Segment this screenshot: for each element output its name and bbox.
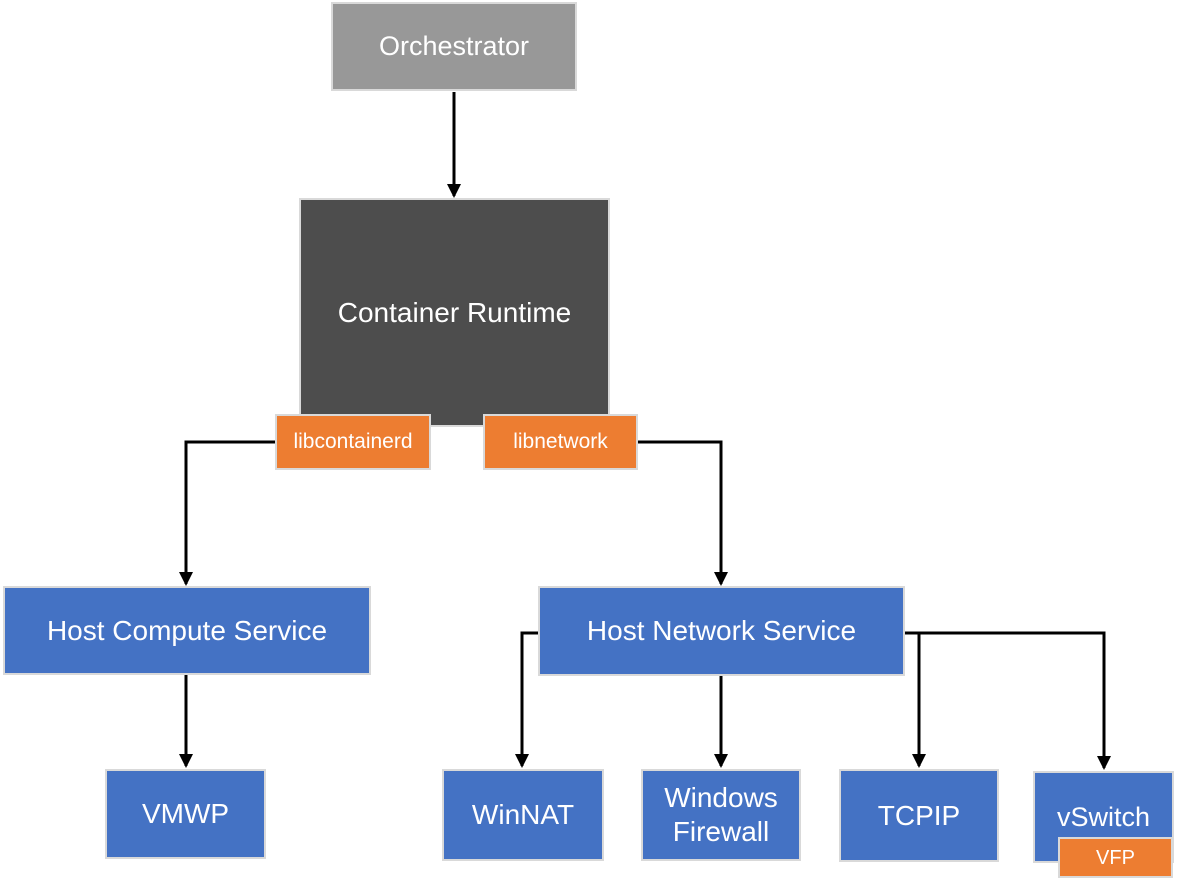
node-libcontainerd-label: libcontainerd (293, 430, 413, 454)
node-vswitch-label: vSwitch (1056, 801, 1151, 832)
node-orchestrator-label: Orchestrator (378, 31, 530, 62)
edge-host-network-service-to-winnat (515, 631, 538, 768)
node-vfp: VFP (1058, 837, 1173, 878)
node-tcpip-label: TCPIP (877, 799, 961, 831)
node-container-runtime: Container Runtime (299, 198, 610, 427)
node-windows-firewall-label: Windows Firewall (664, 782, 778, 847)
node-host-network-service: Host Network Service (538, 586, 905, 676)
node-libcontainerd: libcontainerd (275, 414, 431, 470)
edge-libnetwork-to-host-network-service (638, 440, 728, 586)
node-libnetwork-label: libnetwork (513, 430, 608, 454)
node-tcpip: TCPIP (839, 769, 999, 862)
edge-libcontainerd-to-host-compute-service (179, 440, 275, 586)
edge-host-network-service-to-tcpip (905, 631, 926, 768)
node-vmwp-label: VMWP (141, 798, 230, 830)
node-orchestrator: Orchestrator (331, 2, 577, 91)
node-host-network-service-label: Host Network Service (586, 615, 857, 647)
node-host-compute-service: Host Compute Service (3, 586, 371, 675)
node-winnat-label: WinNAT (471, 799, 575, 831)
node-host-compute-service-label: Host Compute Service (46, 614, 328, 646)
node-vmwp: VMWP (105, 769, 266, 859)
node-windows-firewall: Windows Firewall (641, 769, 801, 861)
node-winnat: WinNAT (442, 769, 604, 861)
edge-host-network-service-to-vswitch (905, 631, 1111, 770)
node-libnetwork: libnetwork (483, 414, 638, 470)
node-vfp-label: VFP (1096, 846, 1135, 869)
node-container-runtime-label: Container Runtime (337, 296, 572, 328)
